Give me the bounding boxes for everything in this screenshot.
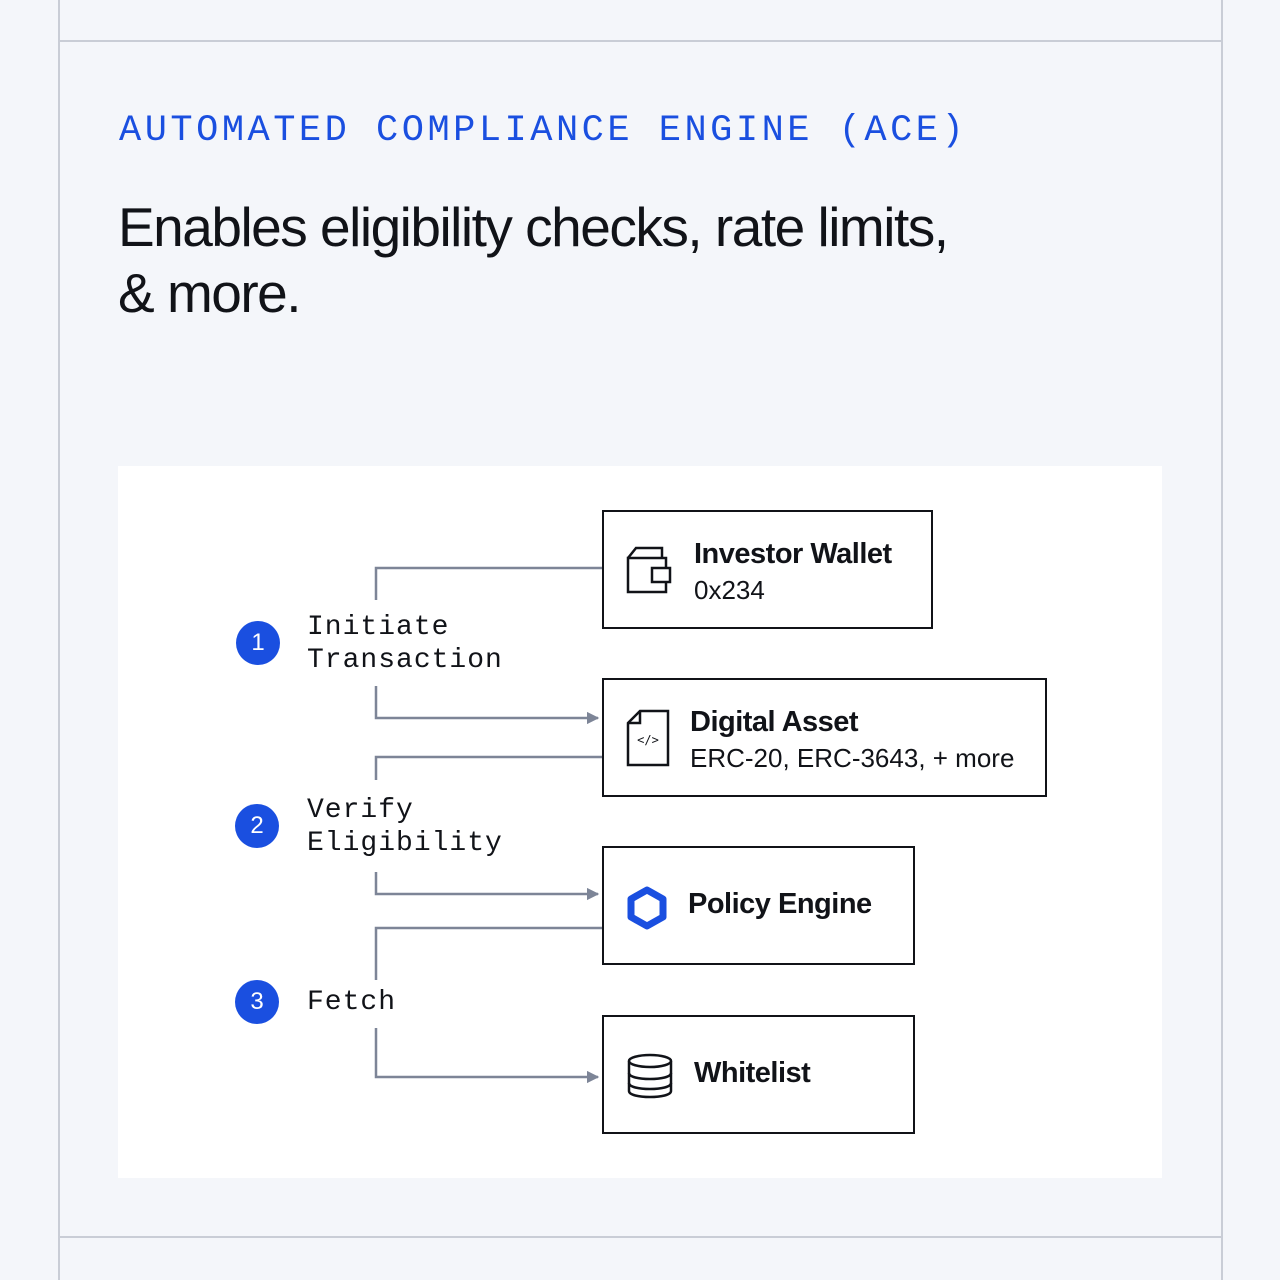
step-1-label: Initiate Transaction xyxy=(307,611,503,677)
frame-line-top xyxy=(58,40,1222,42)
digital-asset-title: Digital Asset xyxy=(690,706,859,738)
digital-asset-standards: ERC-20, ERC-3643, + more xyxy=(690,743,1015,773)
step-2-badge: 2 xyxy=(235,804,279,848)
page-headline: Enables eligibility checks, rate limits,… xyxy=(118,194,1118,326)
connector-step3-to-whitelist xyxy=(374,1028,600,1084)
connector-step1-to-asset xyxy=(374,686,600,725)
step-3-label-line-1: Fetch xyxy=(307,987,397,1018)
code-file-icon: </> xyxy=(626,709,670,772)
frame-line-left xyxy=(58,0,60,1280)
investor-wallet-node: Investor Wallet 0x234 xyxy=(602,510,933,629)
code-file-icon-glyph: </> xyxy=(637,733,659,747)
connector-step2-to-policy xyxy=(374,872,600,901)
investor-wallet-title: Investor Wallet xyxy=(694,538,892,570)
wallet-icon xyxy=(626,546,672,599)
whitelist-node: Whitelist xyxy=(602,1015,915,1134)
step-1-badge: 1 xyxy=(236,621,280,665)
hexagon-icon xyxy=(626,886,668,935)
step-3-label: Fetch xyxy=(307,986,396,1019)
connector-wallet-to-step1 xyxy=(374,566,604,600)
step-1-label-line-2: Transaction xyxy=(307,645,503,676)
headline-line-1: Enables eligibility checks, rate limits, xyxy=(118,196,949,258)
database-icon xyxy=(626,1053,674,1104)
connector-asset-to-step2 xyxy=(374,755,604,780)
section-eyebrow: AUTOMATED COMPLIANCE ENGINE (ACE) xyxy=(119,110,968,152)
whitelist-title: Whitelist xyxy=(694,1057,811,1089)
headline-line-2: & more. xyxy=(118,262,302,324)
step-1-label-line-1: Initiate xyxy=(307,612,450,643)
policy-engine-title: Policy Engine xyxy=(688,888,872,920)
step-3-badge: 3 xyxy=(235,980,279,1024)
connector-policy-to-step3 xyxy=(374,926,604,980)
step-2-label-line-1: Verify xyxy=(307,795,414,826)
frame-line-right xyxy=(1221,0,1223,1280)
frame-line-bottom xyxy=(58,1236,1222,1238)
step-2-label-line-2: Eligibility xyxy=(307,828,503,859)
policy-engine-node: Policy Engine xyxy=(602,846,915,965)
investor-wallet-address: 0x234 xyxy=(694,575,765,605)
step-2-label: Verify Eligibility xyxy=(307,794,503,860)
digital-asset-node: </> Digital Asset ERC-20, ERC-3643, + mo… xyxy=(602,678,1047,797)
